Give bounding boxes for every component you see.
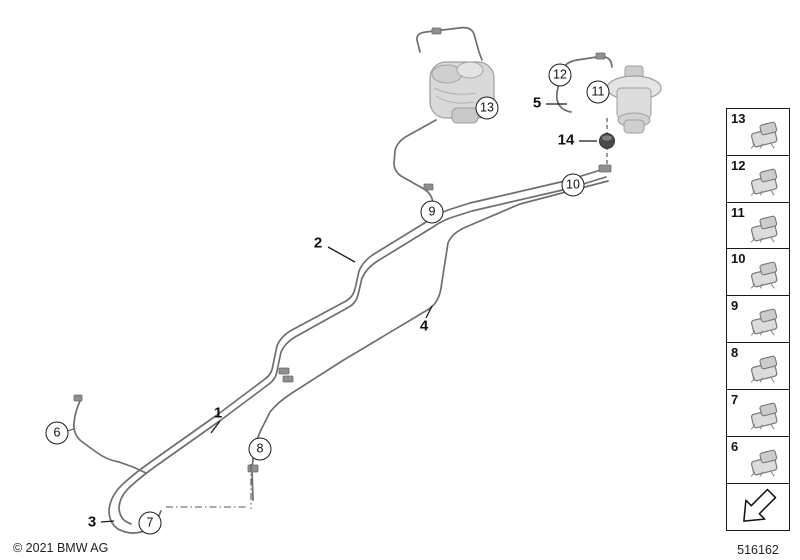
legend-panel: 13 12 11 10 9 8 7 6 [726, 108, 790, 531]
legend-item-12-label: 12 [731, 157, 746, 173]
legend-item-10-label: 10 [731, 251, 746, 267]
legend-item-13[interactable]: 13 [726, 108, 790, 156]
legend-item-7[interactable]: 7 [726, 388, 790, 437]
callout-12-label: 12 [553, 67, 567, 82]
callout-3-label: 3 [87, 513, 97, 531]
canister-down-line [393, 119, 437, 220]
callout-5-label: 5 [532, 94, 542, 112]
callout-4-label: 4 [419, 317, 429, 335]
legend-item-8-label: 8 [731, 345, 739, 361]
legend-item-13-label: 13 [731, 111, 746, 126]
callout-7[interactable]: 7 [138, 511, 162, 535]
clamp-part-icon [750, 355, 779, 383]
callout-8-label: 8 [256, 441, 264, 456]
callout-12[interactable]: 12 [548, 63, 572, 87]
callout-14-label: 14 [557, 131, 575, 149]
part-number: 516162 [737, 543, 779, 557]
construction-lines [66, 427, 252, 509]
legend-item-6[interactable]: 6 [726, 435, 790, 484]
direction-arrow-icon [743, 488, 777, 522]
grommet-part [599, 118, 615, 164]
legend-item-6-label: 6 [731, 438, 739, 454]
leader-2 [327, 246, 356, 263]
callout-4[interactable]: 4 [420, 319, 428, 334]
vent-hose-top [416, 26, 483, 61]
fuel-lines [73, 26, 613, 534]
callout-14[interactable]: 14 [558, 133, 575, 148]
clamp-part-icon [750, 121, 779, 149]
leader-1 [210, 420, 221, 434]
legend-item-12[interactable]: 12 [726, 154, 790, 203]
legend-item-10[interactable]: 10 [726, 248, 790, 297]
callout-11[interactable]: 11 [586, 80, 610, 104]
callout-13-label: 13 [480, 100, 494, 115]
legend-direction-box[interactable] [726, 482, 790, 531]
callout-11-label: 11 [591, 84, 605, 99]
callout-9[interactable]: 9 [420, 200, 444, 224]
callout-leaders [100, 103, 597, 523]
legend-item-9[interactable]: 9 [726, 295, 790, 344]
legend-item-11[interactable]: 11 [726, 201, 790, 250]
callout-5[interactable]: 5 [533, 96, 541, 111]
fuel-pump-component [606, 65, 662, 134]
callout-8[interactable]: 8 [248, 437, 272, 461]
copyright-text: © 2021 BMW AG [13, 541, 109, 555]
leader-3 [100, 520, 115, 523]
left-branch-pipe [73, 400, 147, 474]
fuel-line-a [108, 168, 605, 534]
legend-item-7-label: 7 [731, 391, 739, 407]
callout-2-label: 2 [313, 234, 323, 252]
callout-1-label: 1 [213, 404, 223, 422]
canister-component [429, 61, 495, 124]
callout-1[interactable]: 1 [214, 406, 222, 421]
legend-item-8[interactable]: 8 [726, 342, 790, 391]
callout-10-label: 10 [566, 177, 580, 192]
clamp-part-icon [750, 261, 779, 290]
callout-3[interactable]: 3 [88, 515, 96, 530]
clamp-part-icon [750, 308, 779, 337]
callout-13[interactable]: 13 [475, 96, 499, 120]
bracket-part-icon [750, 448, 779, 477]
legend-item-11-label: 11 [731, 204, 745, 220]
fuel-line-b [118, 176, 607, 525]
clamp-part-icon [750, 167, 779, 196]
legend-item-9-label: 9 [731, 298, 739, 314]
clamp-part-icon [750, 402, 779, 430]
holder-part-icon [750, 214, 779, 243]
callout-2[interactable]: 2 [314, 236, 322, 251]
leader-4 [425, 305, 433, 319]
callout-6[interactable]: 6 [45, 421, 69, 445]
callout-6-label: 6 [53, 425, 61, 440]
callout-10[interactable]: 10 [561, 173, 585, 197]
callout-9-label: 9 [428, 204, 436, 219]
callout-7-label: 7 [146, 515, 154, 530]
pipe-fittings [73, 27, 612, 473]
